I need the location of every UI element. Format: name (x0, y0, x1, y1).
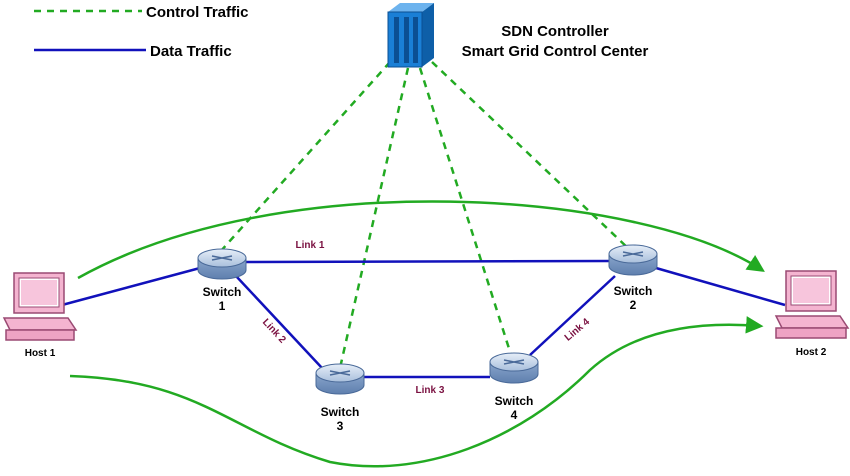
legend-control-label: Control Traffic (146, 4, 249, 21)
link-4-line (529, 275, 616, 356)
control-line-switch-1 (219, 61, 391, 253)
legend-data-label: Data Traffic (150, 43, 232, 60)
switch-2-number: 2 (630, 298, 637, 312)
switch-1-label: Switch (203, 285, 242, 299)
link-2-label: Link 2 (260, 317, 288, 346)
lower-flow-arrow (69, 316, 764, 468)
switch-1-router-icon (197, 248, 247, 280)
link-1-line (245, 259, 611, 264)
controller-subtitle: Smart Grid Control Center (462, 43, 649, 60)
host-2-computer-icon (774, 270, 850, 339)
upper-flow-arrow (77, 200, 765, 280)
data-line-host1-switch1 (61, 266, 201, 307)
host-1-computer-icon (2, 272, 78, 341)
switch-3-label: Switch (321, 405, 360, 419)
data-traffic-lines (61, 259, 786, 379)
switch-4-router-icon (489, 352, 539, 384)
switch-3-number: 3 (337, 419, 344, 433)
host-1-label: Host 1 (25, 348, 56, 359)
switch-2-router-icon (608, 244, 658, 276)
data-line-switch2-host2 (655, 266, 786, 307)
switch-1-number: 1 (219, 299, 226, 313)
link-3-label: Link 3 (416, 385, 445, 396)
switch-4-label: Switch (495, 394, 534, 408)
switch-3-router-icon (315, 363, 365, 395)
link-1-label: Link 1 (296, 240, 325, 251)
switch-2-label: Switch (614, 284, 653, 298)
controller-title: SDN Controller (501, 23, 609, 40)
control-line-switch-3 (338, 67, 410, 369)
switch-4-number: 4 (511, 408, 518, 422)
control-line-switch-4 (418, 67, 514, 359)
host-2-label: Host 2 (796, 347, 827, 358)
control-line-switch-2 (431, 61, 631, 251)
control-traffic-lines (219, 61, 631, 369)
server-icon (387, 3, 434, 68)
link-2-line (235, 275, 323, 369)
